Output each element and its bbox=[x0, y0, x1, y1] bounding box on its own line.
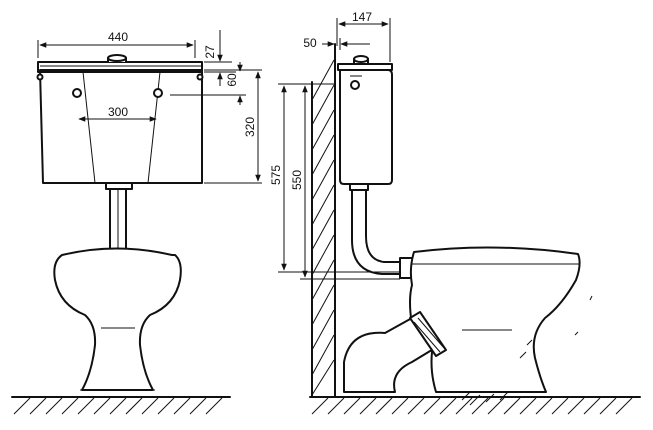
dim-inlet-offset-group: 60 bbox=[170, 62, 246, 105]
dim-tank-width: 440 bbox=[108, 30, 128, 44]
dim-wall-gap: 50 bbox=[303, 36, 317, 50]
dim-tank-depth-group: 147 bbox=[336, 10, 391, 62]
dim-tank-width-group: 440 bbox=[37, 30, 196, 58]
side-flush-pipe bbox=[351, 189, 415, 279]
dim-hole-spacing: 300 bbox=[108, 105, 128, 119]
front-cistern bbox=[36, 54, 204, 184]
dim-hole-spacing-group: 300 bbox=[78, 105, 157, 122]
side-cistern bbox=[337, 55, 393, 191]
dim-wall-gap-group: 50 bbox=[303, 36, 370, 50]
dim-inlet-offset: 60 bbox=[225, 73, 239, 87]
base-sketch-marks bbox=[461, 295, 593, 406]
dim-lid-height-group: 27 bbox=[203, 30, 232, 86]
front-toilet-bowl bbox=[53, 247, 182, 391]
dim-tank-height: 320 bbox=[243, 117, 257, 137]
dim-lid-height: 27 bbox=[203, 45, 217, 59]
side-view: 147 50 575 550 bbox=[269, 10, 593, 406]
wall bbox=[311, 43, 336, 398]
front-view: 440 27 60 300 320 bbox=[36, 30, 262, 391]
dim-tank-depth: 147 bbox=[352, 10, 372, 24]
mounting-hole-right bbox=[153, 88, 163, 98]
dim-height-inner-group: 550 bbox=[290, 83, 400, 280]
side-inlet-hole bbox=[350, 80, 360, 90]
mounting-hole-left bbox=[72, 88, 82, 98]
floor-hatching bbox=[13, 397, 633, 415]
dim-tank-height-group: 320 bbox=[204, 69, 262, 184]
side-toilet-bowl bbox=[343, 246, 593, 406]
wall-hatching bbox=[311, 59, 335, 396]
floor bbox=[11, 396, 641, 415]
dim-height-outer: 575 bbox=[269, 165, 283, 185]
dim-height-inner: 550 bbox=[290, 170, 304, 190]
front-flush-pipe bbox=[105, 182, 133, 250]
